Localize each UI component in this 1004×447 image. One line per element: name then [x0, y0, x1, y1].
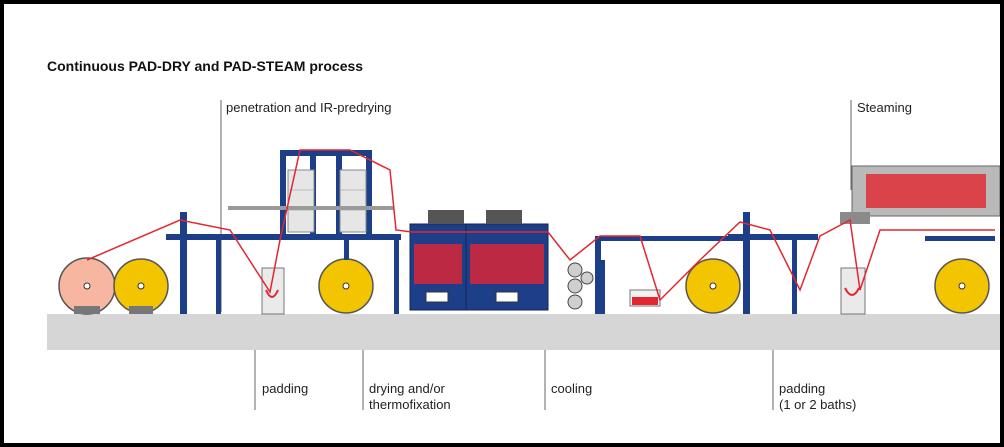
unwind-roll-yellow — [113, 258, 169, 314]
label-cooling: cooling — [551, 381, 593, 396]
unwind-roll-pink — [58, 257, 116, 315]
dryer-unit-1 — [409, 210, 467, 311]
ir-predryer-1 — [287, 169, 315, 233]
batch-roll-2 — [685, 258, 741, 314]
padder-trough-1 — [261, 267, 285, 315]
predryer-walkway — [228, 206, 394, 210]
floor — [47, 314, 1000, 350]
label-padding-baths-line-2: (1 or 2 baths) — [779, 397, 857, 412]
padder-trough-2 — [840, 267, 866, 315]
label-padding-baths-line-1: padding — [779, 381, 826, 396]
label-steaming: Steaming — [857, 100, 912, 115]
fabric-web-path — [86, 149, 995, 302]
ir-predryer-2 — [339, 169, 367, 233]
process-illustration — [47, 100, 1000, 410]
cooling-cylinders — [567, 262, 594, 310]
label-penetration-ir-predrying: penetration and IR-predrying — [226, 100, 392, 115]
dryer-unit-2 — [465, 210, 549, 311]
steamer — [840, 165, 1000, 224]
diagram-panel: Continuous PAD-DRY and PAD-STEAM process — [4, 4, 1000, 443]
batch-roll-3 — [934, 258, 990, 314]
label-padding: padding — [262, 381, 309, 396]
cooling-bath — [629, 289, 661, 307]
diagram-title: Continuous PAD-DRY and PAD-STEAM process — [47, 58, 364, 74]
batch-roll-1 — [318, 258, 374, 314]
label-drying-line-2: thermofixation — [369, 397, 451, 412]
label-drying-line-1: drying and/or — [369, 381, 445, 396]
